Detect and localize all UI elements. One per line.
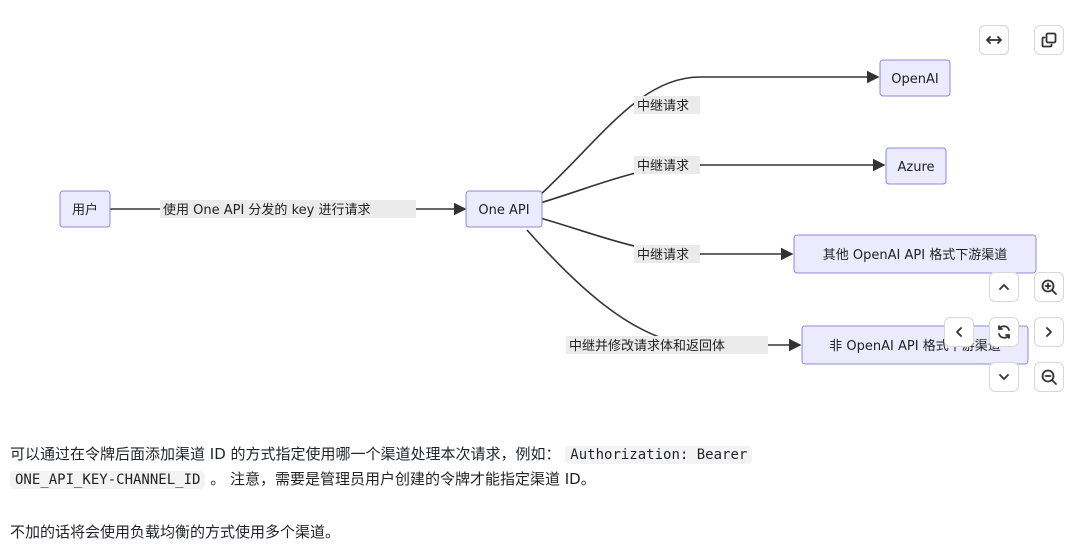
pan-up-button[interactable] [989, 272, 1019, 302]
inline-code-auth: Authorization: Bearer [565, 446, 753, 464]
pan-right-button[interactable] [1034, 317, 1064, 347]
reset-icon [998, 325, 1010, 339]
edge-label-relay-other: 中继请求 [637, 248, 689, 263]
expand-width-icon [986, 36, 1002, 44]
flow-diagram: 使用 One API 分发的 key 进行请求 中继请求 中继请求 中继请求 中… [59, 59, 1037, 365]
node-non-compatible: 非 OpenAI API 格式下游渠道 [829, 338, 1000, 354]
node-azure: Azure [897, 160, 934, 175]
reset-view-button[interactable] [989, 317, 1019, 347]
zoom-out-icon [1041, 369, 1057, 385]
zoom-out-button[interactable] [1034, 362, 1064, 392]
load-balance-paragraph: 不加的话将会使用负载均衡的方式使用多个渠道。 [10, 523, 341, 541]
channel-id-paragraph: 可以通过在令牌后面添加渠道 ID 的方式指定使用哪一个渠道处理本次请求，例如： … [10, 442, 1050, 492]
edge-label-request: 使用 One API 分发的 key 进行请求 [163, 202, 370, 218]
para1-text-start: 可以通过在令牌后面添加渠道 ID 的方式指定使用哪一个渠道处理本次请求，例如： [10, 445, 561, 463]
pan-down-button[interactable] [989, 362, 1019, 392]
node-user: 用户 [72, 202, 98, 218]
chevron-down-icon [999, 374, 1009, 380]
zoom-in-button[interactable] [1034, 272, 1064, 302]
node-openai: OpenAI [891, 72, 938, 87]
zoom-in-icon [1041, 279, 1057, 295]
edge-relay-azure [539, 158, 886, 204]
chevron-left-icon [956, 327, 962, 337]
node-other-compatible: 其他 OpenAI API 格式下游渠道 [823, 247, 1007, 263]
edge-label-relay-azure: 中继请求 [637, 159, 689, 174]
pan-left-button[interactable] [944, 317, 974, 347]
copy-icon [1041, 32, 1057, 48]
copy-button[interactable] [1034, 25, 1064, 55]
inline-code-key: ONE_API_KEY-CHANNEL_ID [10, 471, 206, 489]
edge-label-relay-openai: 中继请求 [637, 99, 689, 114]
expand-width-button[interactable] [979, 25, 1009, 55]
edge-label-relay-modify: 中继并修改请求体和返回体 [569, 339, 725, 354]
para1-text-end: 。 注意，需要是管理员用户创建的令牌才能指定渠道 ID。 [210, 470, 596, 488]
chevron-right-icon [1046, 327, 1052, 337]
node-one-api: One API [478, 203, 529, 218]
edge-relay-openai [539, 70, 880, 196]
chevron-up-icon [999, 284, 1009, 290]
